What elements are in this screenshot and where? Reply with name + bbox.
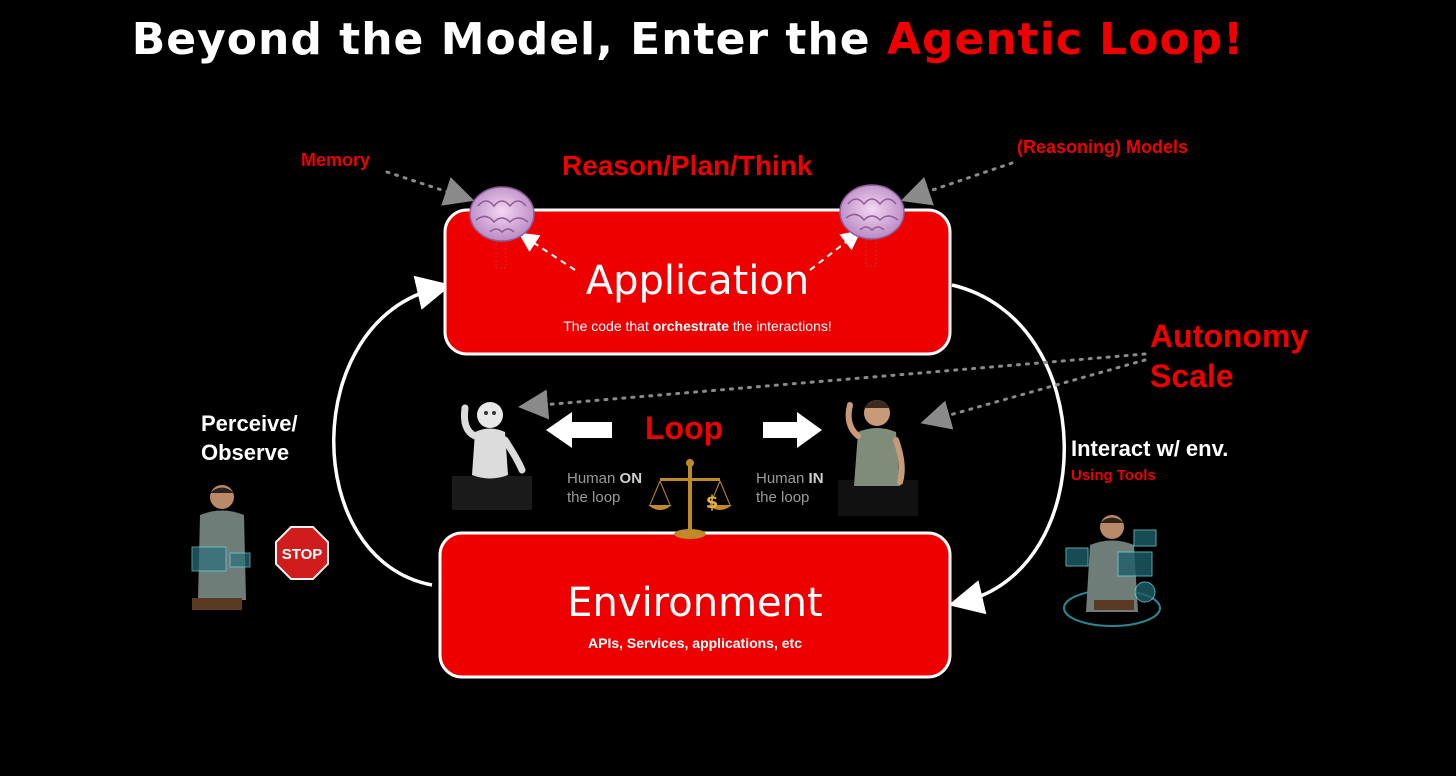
- loop-arrow-right: [948, 283, 1066, 615]
- autonomy-pointer-right: [920, 358, 1147, 430]
- application-subtitle: The code that orchestrate the interactio…: [563, 318, 832, 334]
- environment-title: Environment: [567, 580, 823, 626]
- arrow-left-icon: [546, 412, 612, 448]
- stop-sign-icon: STOP: [275, 526, 329, 580]
- stop-sign-label: STOP: [282, 546, 323, 563]
- memory-pointer: [385, 170, 475, 206]
- loop-arrow-left: [332, 275, 452, 587]
- person-figure: [1063, 515, 1161, 627]
- application-title: Application: [585, 258, 810, 304]
- robot-figure: [452, 402, 532, 510]
- models-pointer: [900, 161, 1014, 206]
- human-in-label: Human IN the loop: [756, 470, 824, 506]
- brain-icon: [469, 186, 535, 269]
- models-label: (Reasoning) Models: [1017, 137, 1189, 157]
- page-title: Beyond the Model, Enter the Agentic Loop…: [0, 14, 1376, 65]
- dashed-arrow-left: [518, 232, 576, 271]
- svg-text:$: $: [706, 492, 719, 513]
- title-text: Beyond the Model, Enter the: [131, 14, 887, 65]
- memory-label: Memory: [301, 150, 371, 170]
- person-figure: [191, 485, 251, 610]
- loop-label: Loop: [645, 410, 724, 446]
- environment-subtitle: APIs, Services, applications, etc: [588, 635, 802, 651]
- perceive-label: Perceive/ Observe: [201, 411, 298, 465]
- reason-label: Reason/Plan/Think: [562, 150, 813, 181]
- interact-label: Interact w/ env.: [1071, 436, 1229, 461]
- person-figure: [838, 400, 918, 516]
- application-box: [443, 208, 952, 356]
- dashed-arrow-right: [809, 230, 862, 271]
- autonomy-scale-label: Autonomy Scale: [1150, 318, 1309, 394]
- arrow-right-icon: [763, 412, 822, 448]
- using-tools-label: Using Tools: [1071, 467, 1156, 484]
- autonomy-pointer-left: [518, 352, 1147, 420]
- brain-icon: [839, 184, 905, 267]
- balance-scale-icon: $: [648, 459, 732, 539]
- human-on-label: Human ON the loop: [567, 470, 643, 506]
- title-accent: Agentic Loop!: [886, 14, 1245, 65]
